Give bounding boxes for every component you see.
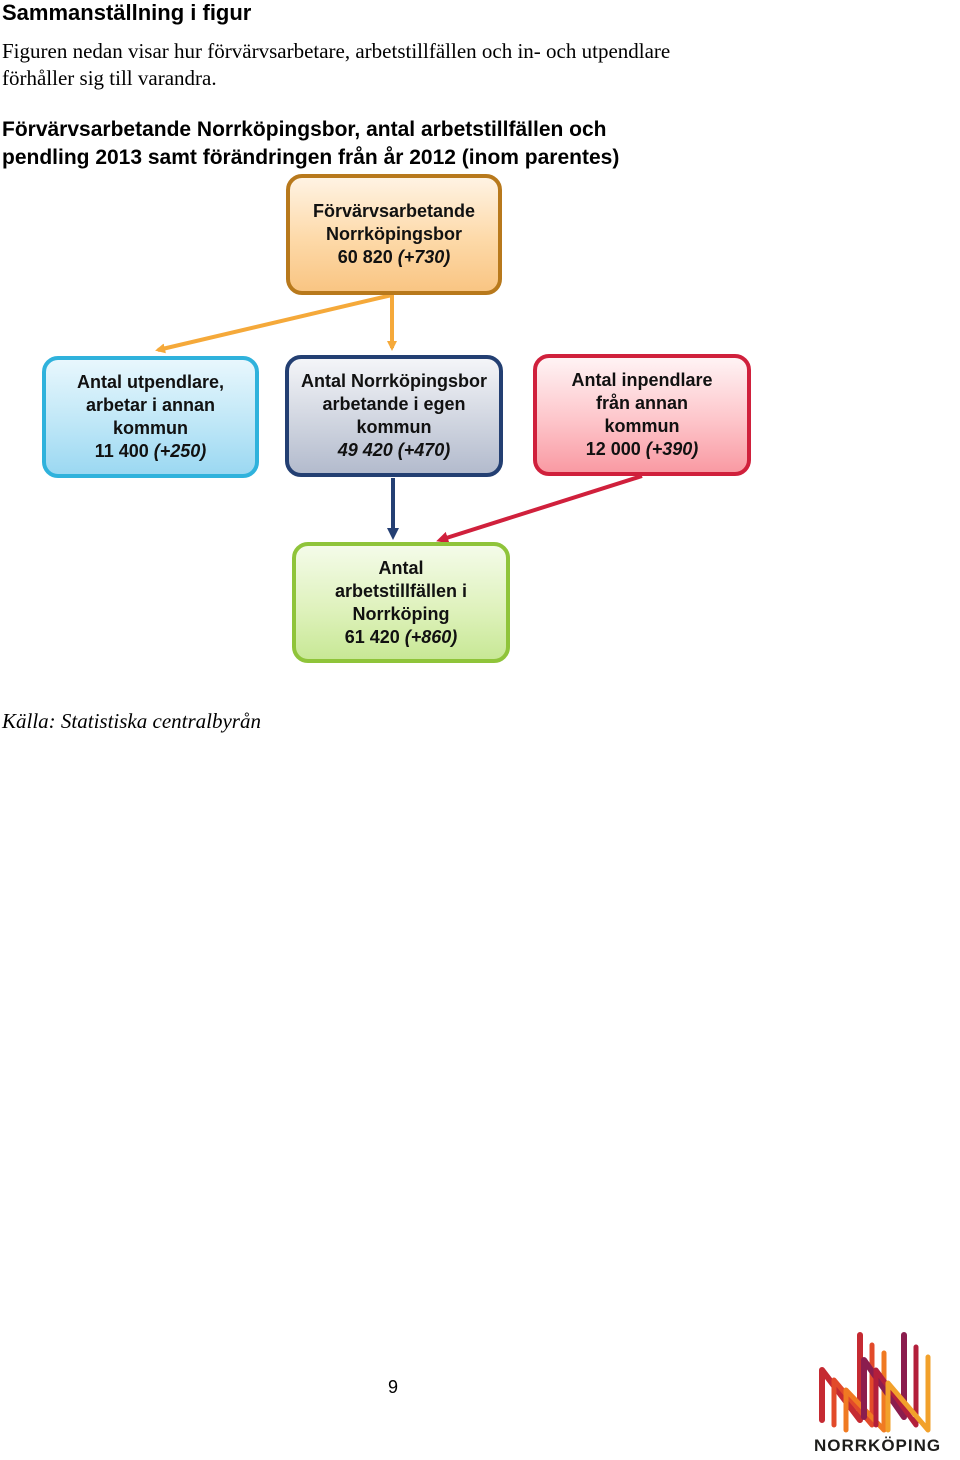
box-in-commuters-value: 12 000 xyxy=(585,439,641,459)
box-local-workers-value-change: 49 420 (+470) xyxy=(337,440,451,460)
box-in-commuters-line-2: från annan xyxy=(595,393,688,413)
arrow-in-to-jobs xyxy=(436,474,643,544)
box-in-commuters-value-line: 12 000 (+390) xyxy=(586,438,699,461)
box-local-workers: Antal Norrköpingsbor arbetande i egen ko… xyxy=(285,355,503,477)
figure-title-line-2: pendling 2013 samt förändringen från år … xyxy=(2,146,620,169)
figure-title-line-1: Förvärvsarbetande Norrköpingsbor, antal … xyxy=(2,118,607,141)
source-note: Källa: Statistiska centralbyrån xyxy=(2,709,261,733)
box-in-commuters-line-1: Antal inpendlare xyxy=(571,370,713,390)
box-out-commuters: Antal utpendlare, arbetar i annan kommun… xyxy=(42,356,259,478)
intro-line-2: förhåller sig till varandra. xyxy=(2,66,217,90)
page-number: 9 xyxy=(388,1377,399,1397)
box-in-commuters-line-3: kommun xyxy=(604,416,680,436)
box-employed-residents-value-line: 60 820 (+730) xyxy=(338,246,451,269)
norrkoping-logo-icon xyxy=(819,1332,931,1433)
box-out-commuters-change: (+250) xyxy=(153,441,207,461)
box-jobs: Antal arbetstillfällen i Norrköping 61 4… xyxy=(292,542,510,663)
figure-title: Förvärvsarbetande Norrköpingsbor, antal … xyxy=(2,116,762,172)
box-local-workers-line-1: Antal Norrköpingsbor xyxy=(300,371,487,391)
box-employed-residents-change: (+730) xyxy=(397,247,451,267)
box-jobs-line-2: arbetstillfällen i xyxy=(334,580,468,601)
box-local-workers-line-3: kommun xyxy=(356,417,432,437)
box-jobs-change: (+860) xyxy=(404,626,458,647)
box-employed-residents-value: 60 820 xyxy=(337,247,393,267)
box-in-commuters-change: (+390) xyxy=(645,439,699,459)
box-out-commuters-value-line: 11 400 (+250) xyxy=(95,440,207,463)
box-local-workers-line-2: arbetande i egen xyxy=(322,394,466,414)
box-jobs-value-line: 61 420 (+860) xyxy=(345,626,458,649)
box-jobs-line-3: Norrköping xyxy=(352,603,450,624)
box-jobs-line-1: Antal xyxy=(378,557,424,578)
box-employed-residents-line-2: Norrköpingsbor xyxy=(325,224,462,244)
intro-paragraph: Figuren nedan visar hur förvärvsarbetare… xyxy=(2,38,802,92)
box-in-commuters: Antal inpendlare från annan kommun 12 00… xyxy=(533,354,751,476)
arrow-top-to-out xyxy=(155,293,393,354)
intro-line-1: Figuren nedan visar hur förvärvsarbetare… xyxy=(2,39,671,63)
box-out-commuters-value: 11 400 xyxy=(94,441,149,461)
section-title: Sammanställning i figur xyxy=(2,0,252,25)
box-out-commuters-line-1: Antal utpendlare, xyxy=(76,372,224,392)
box-jobs-value: 61 420 xyxy=(344,626,400,647)
box-employed-residents-line-1: Förvärvsarbetande xyxy=(312,201,476,221)
box-out-commuters-line-3: kommun xyxy=(112,418,188,438)
box-out-commuters-line-2: arbetar i annan xyxy=(85,395,216,415)
box-employed-residents: Förvärvsarbetande Norrköpingsbor 60 820 … xyxy=(286,174,502,295)
logo-text: NORRKÖPING xyxy=(814,1436,942,1455)
